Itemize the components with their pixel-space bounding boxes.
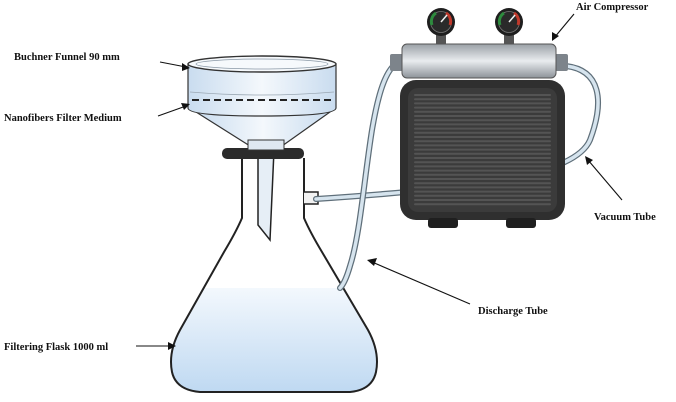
- buchner-funnel: [187, 55, 337, 243]
- funnel-stem: [257, 149, 275, 243]
- arrowhead-filtering-flask: [168, 342, 176, 350]
- pressure-gauge-icon: [495, 8, 523, 46]
- cooling-fin: [414, 140, 551, 143]
- air-compressor: [390, 8, 568, 228]
- cooling-fin: [414, 194, 551, 197]
- label-filter-medium: Nanofibers Filter Medium: [4, 113, 122, 124]
- arrowhead-air-compressor: [552, 32, 559, 41]
- cooling-fin: [414, 136, 551, 138]
- cooling-fin: [414, 165, 551, 168]
- label-vacuum-tube: Vacuum Tube: [594, 212, 656, 223]
- cooling-fin: [414, 144, 551, 147]
- arrow-discharge-tube: [371, 261, 471, 305]
- funnel-body: [187, 63, 337, 117]
- cooling-fin: [414, 127, 551, 130]
- funnel-rim: [187, 55, 337, 73]
- discharge-tube: [338, 60, 400, 290]
- arrowhead-vacuum-tube: [585, 156, 593, 165]
- filtering-flask: [170, 158, 378, 393]
- arrow-vacuum-tube: [587, 159, 623, 201]
- arrowhead-filter-medium: [181, 103, 190, 110]
- funnel-rim-inner: [195, 58, 329, 70]
- cooling-fin: [414, 199, 551, 201]
- cooling-fin: [414, 131, 551, 134]
- cooling-fins: [414, 94, 551, 206]
- cooling-fin: [414, 106, 551, 109]
- pressure-gauge-icon: [427, 8, 455, 46]
- cooling-fin: [414, 123, 551, 126]
- flask-liquid: [171, 288, 377, 392]
- cooling-fin: [414, 110, 551, 113]
- label-discharge-tube: Discharge Tube: [478, 306, 548, 317]
- cooling-fin: [414, 119, 551, 122]
- arrow-filter-medium: [157, 105, 187, 117]
- cooling-fin: [414, 102, 551, 105]
- compressor-foot-right: [506, 218, 536, 228]
- cooling-fin: [414, 178, 551, 180]
- cooling-fin: [414, 182, 551, 185]
- cooling-fin: [414, 115, 551, 117]
- flask-outline: [170, 158, 378, 393]
- funnel-neck: [247, 139, 285, 151]
- cooling-fin: [414, 148, 551, 151]
- arrow-buchner-funnel: [159, 61, 187, 68]
- manifold-fitting-left: [390, 54, 404, 71]
- cooling-fin: [414, 161, 551, 164]
- cooling-fin: [414, 152, 551, 155]
- cooling-fin: [414, 173, 551, 176]
- cooling-fin: [414, 186, 551, 189]
- cooling-fin: [414, 94, 551, 96]
- label-buchner-funnel: Buchner Funnel 90 mm: [14, 52, 120, 63]
- arrowhead-discharge-tube: [367, 258, 377, 266]
- manifold-pipe: [401, 43, 557, 79]
- cooling-fin: [414, 190, 551, 193]
- cooling-fin: [414, 203, 551, 206]
- funnel-shading: [189, 91, 335, 96]
- compressor-foot-left: [428, 218, 458, 228]
- discharge-tube-outline: [337, 59, 401, 291]
- manifold-fitting-right: [554, 54, 568, 71]
- rubber-stopper: [222, 148, 304, 159]
- arrowhead-buchner-funnel: [182, 63, 190, 71]
- arrow-air-compressor: [553, 13, 575, 39]
- cooling-fin: [414, 157, 551, 159]
- cooling-fin: [414, 98, 551, 101]
- label-filtering-flask: Filtering Flask 1000 ml: [4, 342, 108, 353]
- label-air-compressor: Air Compressor: [576, 2, 649, 13]
- cooling-fin: [414, 169, 551, 172]
